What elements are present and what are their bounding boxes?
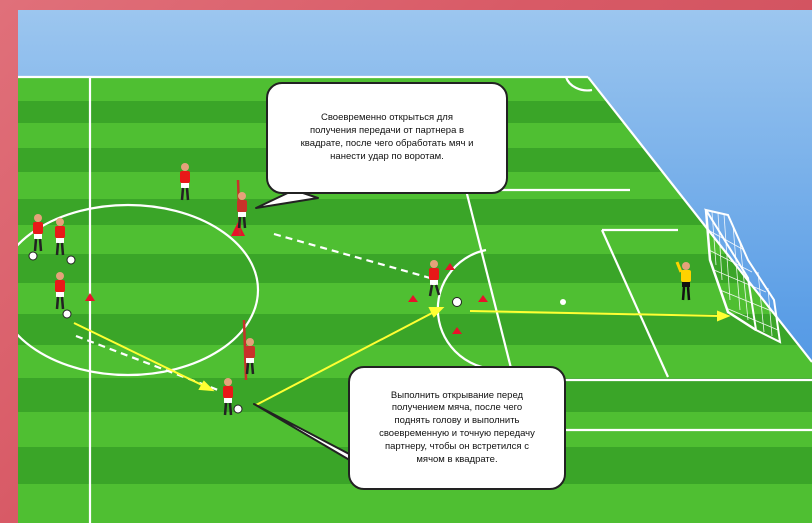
- penalty-spot: [560, 299, 566, 305]
- pass-lines: [73, 307, 731, 406]
- ball-icon: [28, 251, 462, 414]
- cone-icon: [85, 222, 488, 334]
- callout-bottom: Выполнить открывание перед получением мя…: [348, 366, 566, 490]
- goalkeeper-icon: [675, 261, 691, 301]
- goal-icon: [703, 208, 782, 344]
- callout-bottom-text: Выполнить открывание перед получением мя…: [379, 389, 535, 465]
- callout-top-text: Своевременно открыться для получения пер…: [300, 112, 474, 162]
- callout-top-tail: [255, 189, 319, 209]
- player-icon: [33, 163, 441, 416]
- slide: Своевременно открыться для получения пер…: [18, 10, 812, 523]
- callout-top: Своевременно открыться для получения пер…: [266, 82, 508, 194]
